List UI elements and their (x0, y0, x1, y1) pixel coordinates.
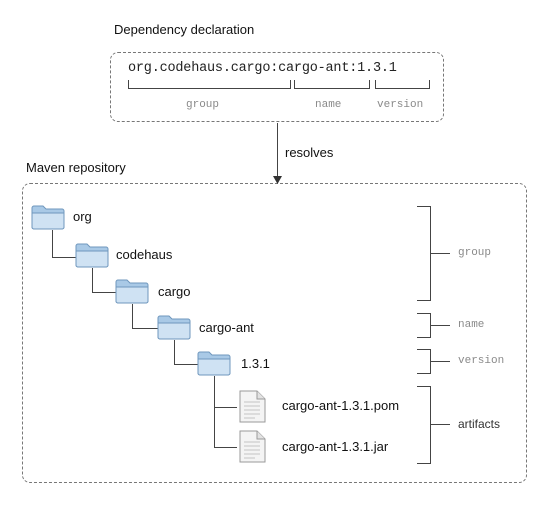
version-underline-bracket (375, 80, 430, 89)
resolves-label: resolves (285, 145, 334, 160)
tree-connector-version (174, 340, 199, 365)
document-icon (239, 430, 266, 463)
version-bracket (417, 349, 450, 374)
resolves-arrowhead (273, 176, 282, 184)
group-underline-bracket (128, 80, 291, 89)
tree-connector-cargo-ant (132, 304, 159, 329)
tree-connector-codehaus (52, 230, 77, 258)
folder-icon (75, 243, 109, 268)
tree-connector-cargo (92, 268, 117, 293)
folder-label-cargo: cargo (158, 284, 191, 299)
document-icon (239, 390, 266, 423)
folder-icon (157, 315, 191, 340)
repository-title: Maven repository (26, 160, 126, 175)
folder-label-version: 1.3.1 (241, 356, 270, 371)
folder-label-cargo-ant: cargo-ant (199, 320, 254, 335)
file-label-jar: cargo-ant-1.3.1.jar (282, 439, 389, 454)
artifacts-bracket-label: artifacts (458, 417, 501, 431)
tree-connector-jar (214, 376, 237, 448)
name-bracket-label: name (458, 319, 485, 331)
declaration-name-label: name (315, 99, 342, 111)
version-bracket-label: version (458, 355, 505, 367)
folder-label-codehaus: codehaus (116, 247, 173, 262)
folder-label-org: org (73, 209, 92, 224)
folder-icon (31, 205, 65, 230)
declaration-title: Dependency declaration (114, 22, 255, 37)
folder-icon (115, 279, 149, 304)
declaration-box (110, 52, 444, 122)
file-label-pom: cargo-ant-1.3.1.pom (282, 398, 400, 413)
group-bracket-label: group (458, 247, 492, 259)
repository-box (22, 183, 527, 483)
name-bracket (417, 313, 450, 338)
group-bracket (417, 206, 450, 301)
declaration-version-label: version (377, 99, 424, 111)
name-underline-bracket (294, 80, 370, 89)
folder-icon (197, 351, 231, 376)
artifacts-bracket (417, 386, 450, 464)
dependency-coordinate: org.codehaus.cargo:cargo-ant:1.3.1 (128, 61, 397, 76)
declaration-group-label: group (186, 99, 220, 111)
